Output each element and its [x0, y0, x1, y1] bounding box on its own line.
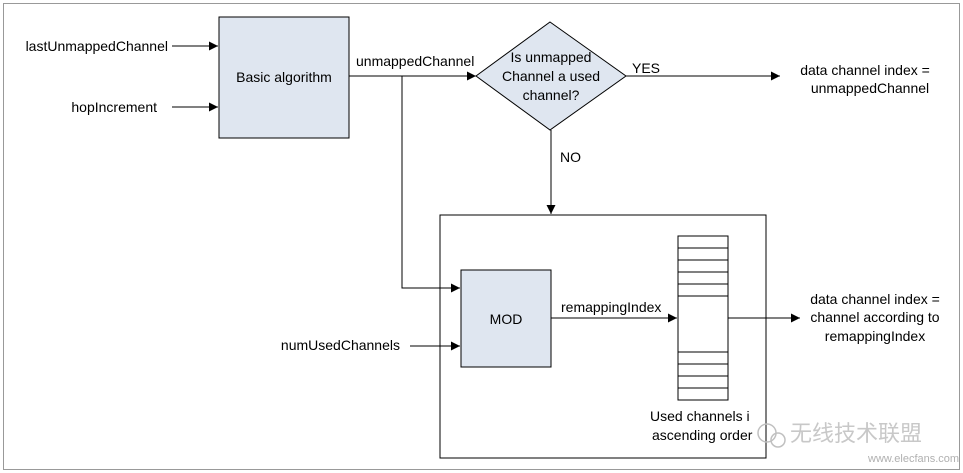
- input-hop-increment: hopIncrement: [71, 99, 157, 115]
- input-num-used-channels: numUsedChannels: [281, 337, 400, 353]
- mod-label: MOD: [490, 311, 523, 327]
- input-last-unmapped-channel: lastUnmappedChannel: [26, 38, 168, 54]
- outer-border: [3, 3, 960, 470]
- basic-algorithm-label: Basic algorithm: [236, 69, 332, 85]
- table-caption-line-2: ascending order: [652, 427, 753, 443]
- line-unmapped-to-mod: [401, 76, 460, 293]
- basic-algorithm-box: [218, 16, 350, 139]
- used-channels-table: [677, 235, 729, 401]
- signal-unmapped-channel: unmappedChannel: [356, 53, 474, 69]
- watermark-text: 无线技术联盟: [790, 422, 922, 447]
- remapping-frame: [439, 214, 767, 459]
- table-caption-line-1: Used channels i: [650, 408, 750, 424]
- decision-line-2: Channel a used: [502, 68, 600, 84]
- mod-box: [460, 269, 552, 368]
- watermark-url: www.elecfans.com: [867, 453, 959, 465]
- remap-result-line-3: remappingIndex: [825, 328, 925, 344]
- wechat-icon: [757, 423, 777, 443]
- watermark: 无线技术联盟 www.elecfans.com: [757, 422, 959, 465]
- remap-result-line-1: data channel index =: [810, 291, 940, 307]
- decision-line-3: channel?: [523, 87, 580, 103]
- yes-result-line-2: unmappedChannel: [811, 80, 929, 96]
- decision-diamond: [475, 21, 627, 131]
- remap-result-line-2: channel according to: [810, 309, 939, 325]
- signal-remapping-index: remappingIndex: [561, 299, 661, 315]
- no-label: NO: [560, 149, 581, 165]
- decision-line-1: Is unmapped: [511, 49, 592, 65]
- yes-result-line-1: data channel index =: [800, 62, 930, 78]
- yes-label: YES: [632, 60, 660, 76]
